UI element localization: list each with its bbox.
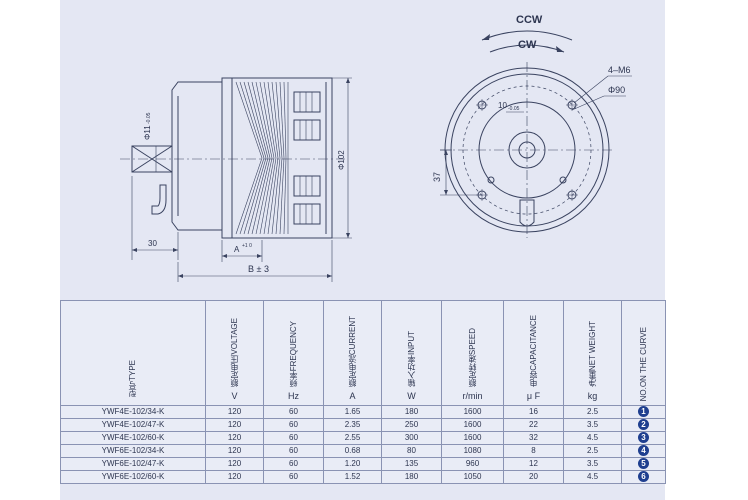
- side-view-dimensions: [131, 77, 352, 282]
- ccw-arrow-icon: [482, 34, 490, 40]
- table-row: YWF4E-102/60-K 120 60 2.55 300 1600 32 4…: [60, 431, 666, 445]
- dim-10: 10: [498, 101, 507, 110]
- curve-number-badge: 3: [638, 432, 649, 443]
- curve-number-badge: 1: [638, 406, 649, 417]
- cw-label: CW: [518, 39, 537, 51]
- motor-front-view: [440, 62, 614, 238]
- motor-side-view: [120, 77, 345, 239]
- dim-phi11: Φ11: [143, 125, 152, 140]
- curve-number-badge: 6: [638, 471, 649, 482]
- cw-arrow-icon: [556, 46, 564, 52]
- dim-b: B ± 3: [248, 264, 269, 274]
- ccw-label: CCW: [516, 14, 543, 26]
- dim-a: A: [234, 245, 240, 254]
- table-row: YWF6E-102/34-K 120 60 0.68 80 1080 8 2.5…: [60, 444, 666, 458]
- table-row: YWF6E-102/60-K 120 60 1.52 180 1050 20 4…: [60, 470, 666, 484]
- dim-a-tolerance: +1 0: [242, 243, 252, 249]
- dim-37: 37: [432, 172, 442, 182]
- dim-phi90: Φ90: [608, 85, 625, 95]
- curve-number-badge: 5: [638, 458, 649, 469]
- col-header-curve-no: NO.ON THE CURVE: [621, 300, 666, 406]
- table-row: YWF6E-102/47-K 120 60 1.20 135 960 12 3.…: [60, 457, 666, 471]
- dim-10-tolerance: -0.05: [508, 106, 520, 112]
- table-row: YWF4E-102/47-K 120 60 2.35 250 1600 22 3…: [60, 418, 666, 432]
- technical-drawing: CCW CW 4–M6 Φ90 10 -0.05 37 Φ11 -0.05 Φ1…: [120, 14, 632, 282]
- curve-number-badge: 2: [638, 419, 649, 430]
- curve-number-badge: 4: [638, 445, 649, 456]
- dim-30: 30: [148, 239, 157, 248]
- dim-phi11-tolerance: -0.05: [146, 112, 152, 124]
- table-row: YWF4E-102/34-K 120 60 1.65 180 1600 16 2…: [60, 405, 666, 419]
- dim-4m6: 4–M6: [608, 65, 631, 75]
- dim-phi102: Φ102: [337, 150, 346, 170]
